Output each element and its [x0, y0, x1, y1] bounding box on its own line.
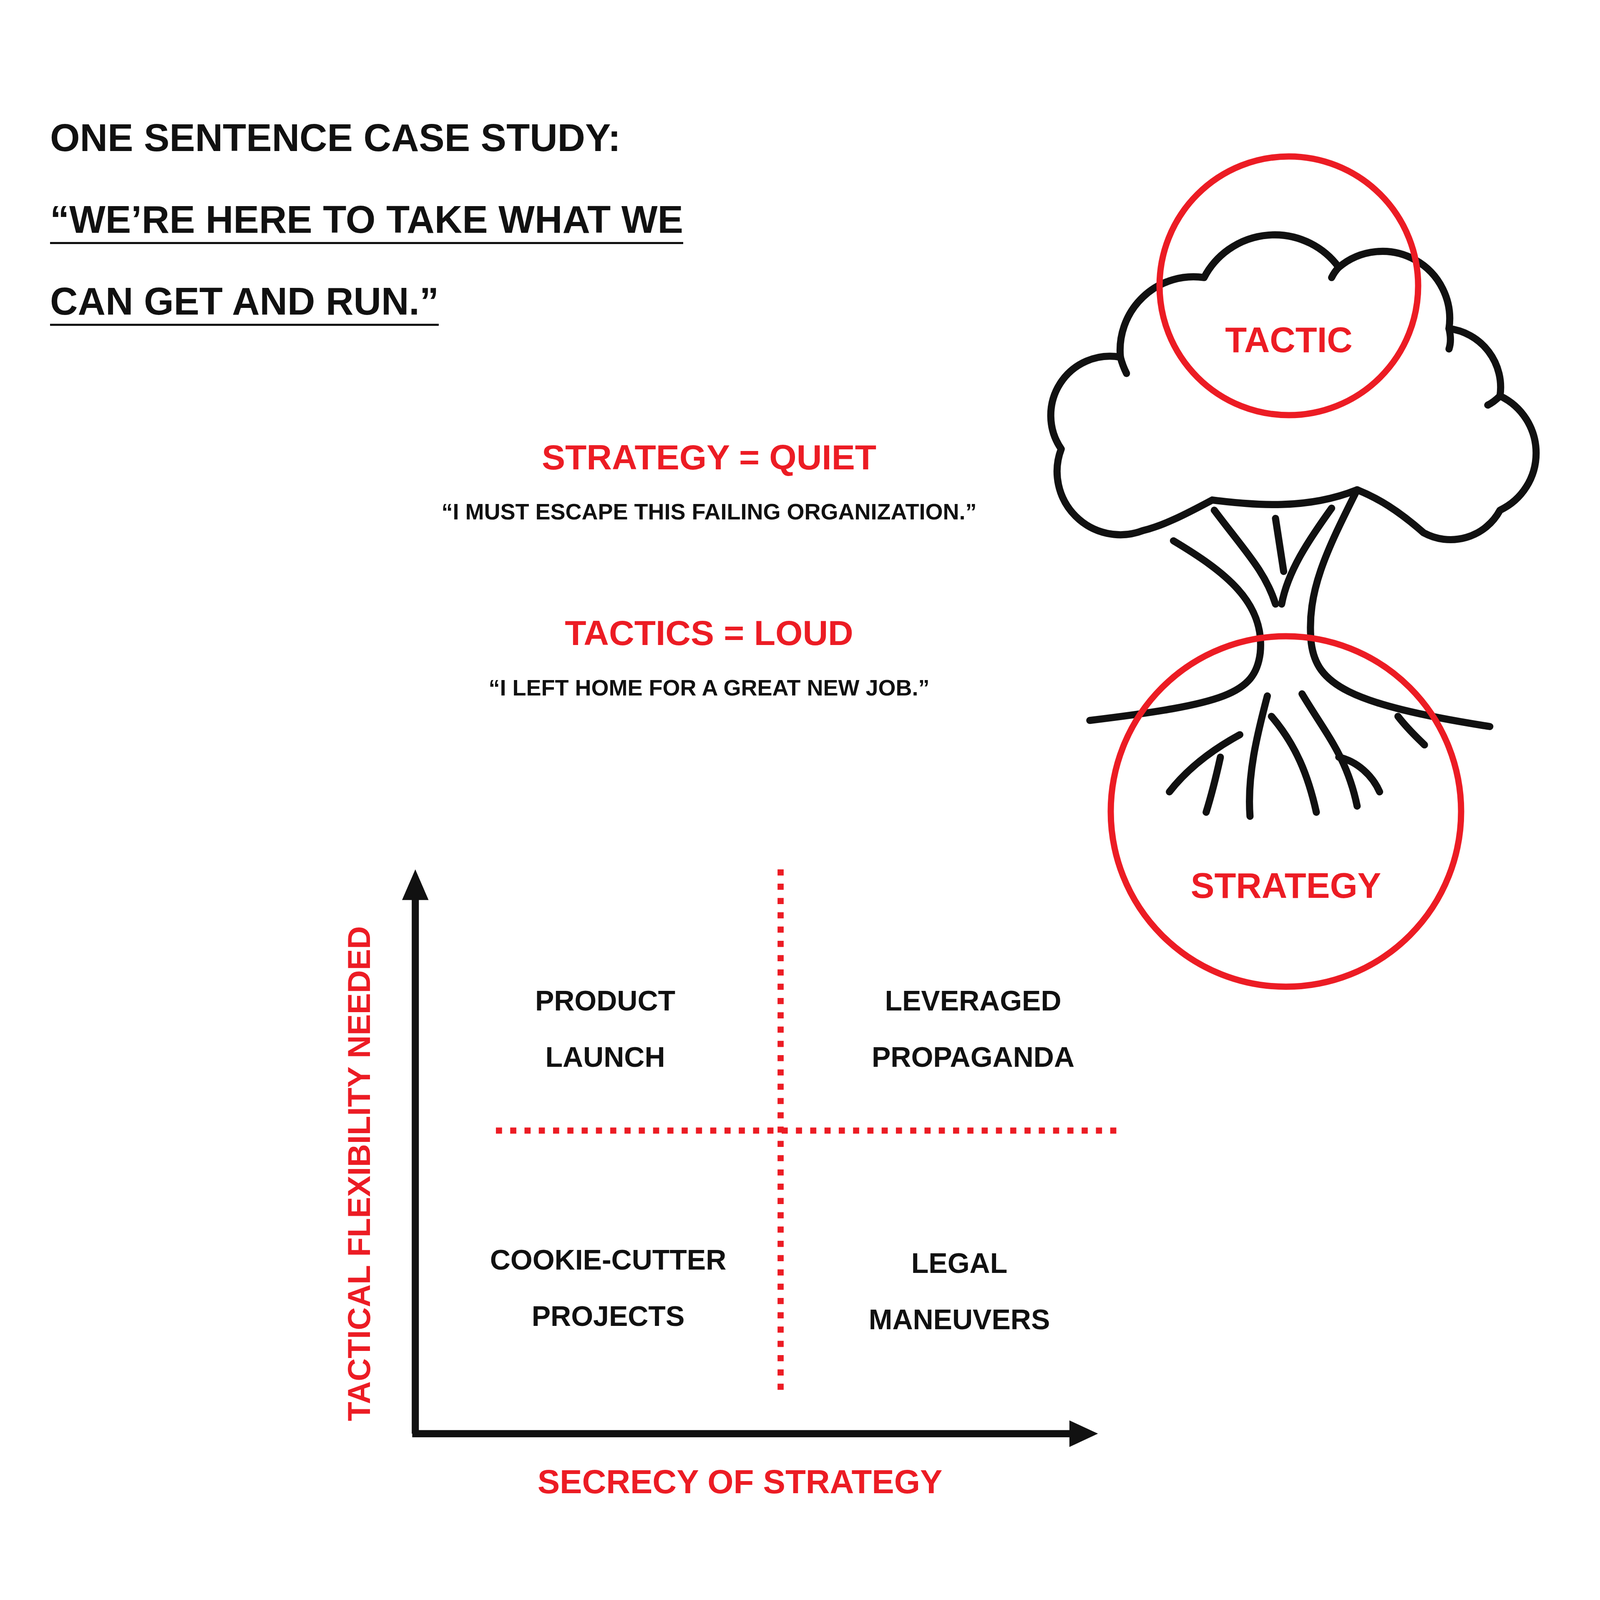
quadrant-chart	[402, 869, 1125, 1447]
title: ONE SENTENCE CASE STUDY:	[50, 96, 621, 179]
circle-stroke	[1159, 156, 1419, 416]
quadrant-label: COOKIE-CUTTER PROJECTS	[462, 1231, 755, 1344]
canopy-curl	[1449, 328, 1451, 350]
circle-stroke	[1110, 636, 1462, 987]
tree-root	[1169, 734, 1241, 792]
trunk-line	[1275, 518, 1284, 572]
quadrant-label: LEGAL MANEUVERS	[850, 1234, 1068, 1348]
axis-arrowhead	[402, 869, 429, 900]
node-text: STRATEGY	[1190, 865, 1382, 906]
tree-trunk	[1089, 540, 1261, 720]
quadrant-label: PRODUCT LAUNCH	[515, 972, 695, 1085]
canopy-curl	[1331, 267, 1339, 278]
canopy-curl	[1487, 395, 1500, 406]
canopy-curl	[1120, 357, 1127, 374]
trunk-line	[1214, 510, 1276, 604]
node-text: TACTIC	[1225, 320, 1353, 360]
tactics-example: “I LEFT HOME FOR A GREAT NEW JOB.”	[488, 674, 930, 701]
case-quote: “WE’RE HERE TO TAKE WHAT WE CAN GET AND …	[50, 178, 760, 343]
tree-root	[1302, 693, 1358, 806]
tree-root	[1271, 716, 1317, 813]
tree-root	[1338, 757, 1380, 792]
x-axis	[412, 1429, 1074, 1437]
tree-root	[1206, 757, 1221, 813]
strategy-heading: STRATEGY = QUIET	[541, 437, 877, 478]
axis-arrowhead	[1069, 1420, 1099, 1447]
tactics-heading: TACTICS = LOUD	[564, 612, 853, 654]
axis-label: SECRECY OF STRATEGY	[537, 1462, 943, 1501]
tree-trunk	[1310, 489, 1490, 727]
tree-drawing	[1050, 234, 1537, 817]
quadrant-divider	[495, 1127, 1125, 1134]
tree-root	[1249, 695, 1268, 817]
axis-label: TACTICAL FLEXIBILITY NEEDED	[340, 925, 378, 1422]
strategy-example: “I MUST ESCAPE THIS FAILING ORGANIZATION…	[441, 498, 977, 525]
quadrant-label: LEVERAGED PROPAGANDA	[856, 972, 1090, 1085]
circle-node: TACTIC	[1156, 153, 1422, 419]
tree-root	[1398, 716, 1425, 745]
trunk-line	[1281, 508, 1332, 604]
circle-outline	[1156, 153, 1422, 419]
tree-canopy	[1050, 234, 1537, 540]
circle-outline	[1107, 632, 1465, 990]
circle-node: STRATEGY	[1107, 632, 1465, 990]
y-axis	[411, 895, 419, 1434]
